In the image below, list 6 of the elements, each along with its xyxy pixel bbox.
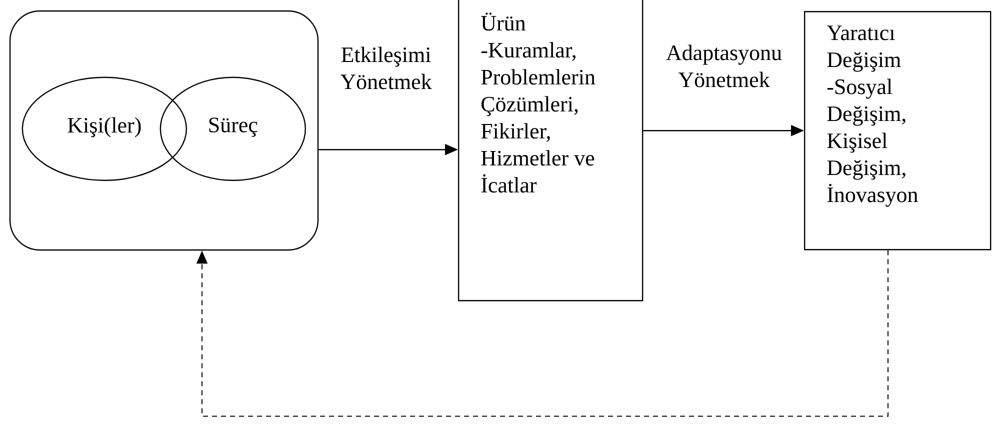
- edge-label: Etkileşimi Yönetmek: [326, 46, 446, 90]
- rounded-box: [9, 10, 319, 251]
- text-box: Ürün -Kuramlar, Problemlerin Çözümleri, Fikirler, Hizmetler ve İcatlar: [458, 0, 644, 302]
- edge-label: Adaptasyonu Yönetmek: [664, 44, 784, 88]
- text-box: Yaratıcı Değişim -Sosyal Değişim, Kişisel Değişim, İnovasyon: [804, 11, 992, 250]
- feedback-arrow: [196, 250, 888, 417]
